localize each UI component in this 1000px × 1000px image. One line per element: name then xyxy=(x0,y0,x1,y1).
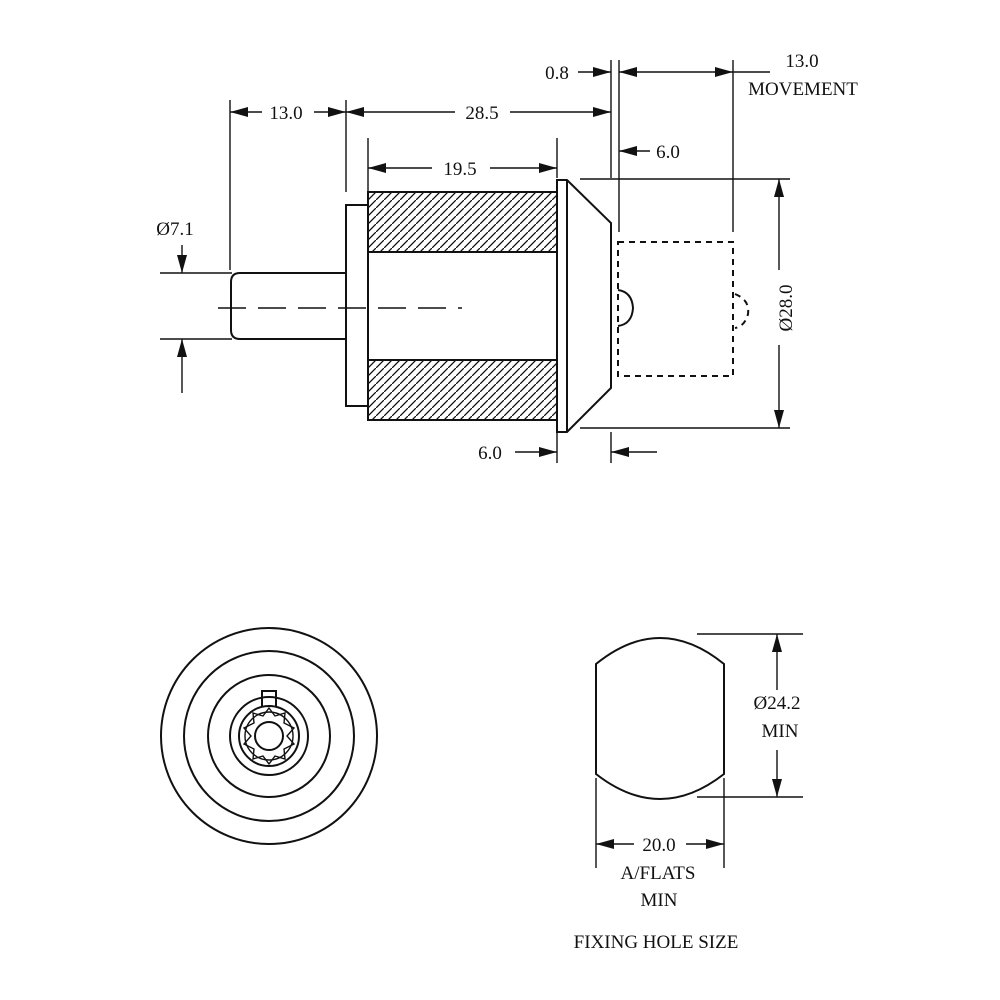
dim-shaft-dia-label: Ø7.1 xyxy=(156,219,193,240)
shaft xyxy=(230,272,346,340)
keyway-center xyxy=(254,721,284,751)
dim-bottom: 6.0 xyxy=(478,443,657,464)
dim-hole-flats: 20.0 A/FLATS MIN xyxy=(596,835,724,911)
side-view: 13.0 28.5 19.5 Ø7.1 xyxy=(156,51,858,464)
dim-cam-offset: 6.0 xyxy=(619,142,680,163)
cam-bolt-outline xyxy=(617,241,734,377)
fixing-hole-profile xyxy=(595,637,725,800)
dim-shaft-length: 13.0 xyxy=(230,103,346,124)
dim-flange: 0.8 xyxy=(545,63,637,84)
dim-hole-dia-label: Ø24.2 xyxy=(754,693,801,714)
key-pin-ring xyxy=(242,706,296,766)
dim-movement-note: MOVEMENT xyxy=(748,79,858,100)
dim-movement-label: 13.0 xyxy=(785,51,818,72)
dim-body-length-label: 28.5 xyxy=(465,103,498,124)
dim-thread-length-label: 19.5 xyxy=(443,159,476,180)
keyway-notch xyxy=(261,690,277,706)
front-view xyxy=(160,627,378,845)
fixing-hole-title: FIXING HOLE SIZE xyxy=(574,932,739,953)
dim-hole-dia: Ø24.2 MIN xyxy=(754,634,801,797)
dim-hole-flats-label: 20.0 xyxy=(642,835,675,856)
dim-movement: 13.0 MOVEMENT xyxy=(619,51,858,100)
cam-nub xyxy=(617,289,635,327)
thread-bottom xyxy=(367,359,558,421)
dim-shaft-length-label: 13.0 xyxy=(269,103,302,124)
dim-flange-dia: Ø28.0 xyxy=(774,179,797,428)
dim-thread-length: 19.5 xyxy=(368,159,557,180)
fixing-hole-view: Ø24.2 MIN 20.0 A/FLATS MIN FIXING HOLE S… xyxy=(574,633,803,953)
flange-head xyxy=(556,179,612,433)
lock-body xyxy=(345,204,369,407)
thread-top xyxy=(367,191,558,253)
dim-hole-dia-note: MIN xyxy=(762,721,799,742)
dim-flange-label: 0.8 xyxy=(545,63,569,84)
dim-hole-flats-note2: MIN xyxy=(641,890,678,911)
dim-flange-dia-label: Ø28.0 xyxy=(776,285,797,332)
dim-cam-offset-label: 6.0 xyxy=(656,142,680,163)
dim-bottom-label: 6.0 xyxy=(478,443,502,464)
dim-shaft-dia: Ø7.1 xyxy=(156,219,194,393)
dim-body-length: 28.5 xyxy=(346,103,611,124)
dim-hole-flats-note: A/FLATS xyxy=(621,863,696,884)
